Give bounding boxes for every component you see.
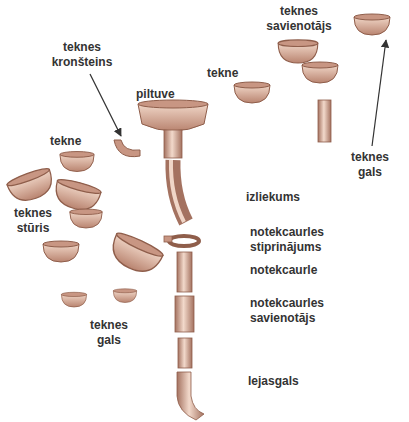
bracket-part <box>114 140 140 157</box>
part-label: teknes stūris <box>6 206 60 236</box>
pipe-clip-part <box>169 236 199 246</box>
pipe-part <box>177 252 192 292</box>
leader-arrow <box>90 74 121 136</box>
pipe-part <box>318 100 331 142</box>
part-label: tekne <box>207 66 257 81</box>
part-label: notekcaurles stiprinājums <box>250 225 365 255</box>
part-label: izliekums <box>246 190 326 205</box>
gutter-part <box>234 82 270 103</box>
part-label: notekcaurles savienotājs <box>250 296 365 326</box>
coupling-part <box>175 296 194 332</box>
part-label: teknes gals <box>84 318 134 348</box>
part-label: teknes kronšteins <box>44 40 120 70</box>
part-label: lejasgals <box>248 374 328 389</box>
shoe-part <box>177 372 204 420</box>
end-cap-part <box>354 14 390 35</box>
gutter-connector-part <box>278 40 318 63</box>
part-label: piltuve <box>136 87 196 102</box>
leader-arrow <box>372 40 386 146</box>
part-label: teknes gals <box>346 150 394 180</box>
part-label: teknes savienotājs <box>260 4 338 34</box>
part-label: tekne <box>50 134 100 149</box>
part-label: notekcaurle <box>250 263 340 278</box>
gutter-part <box>60 152 94 172</box>
gutter-part <box>302 62 338 83</box>
